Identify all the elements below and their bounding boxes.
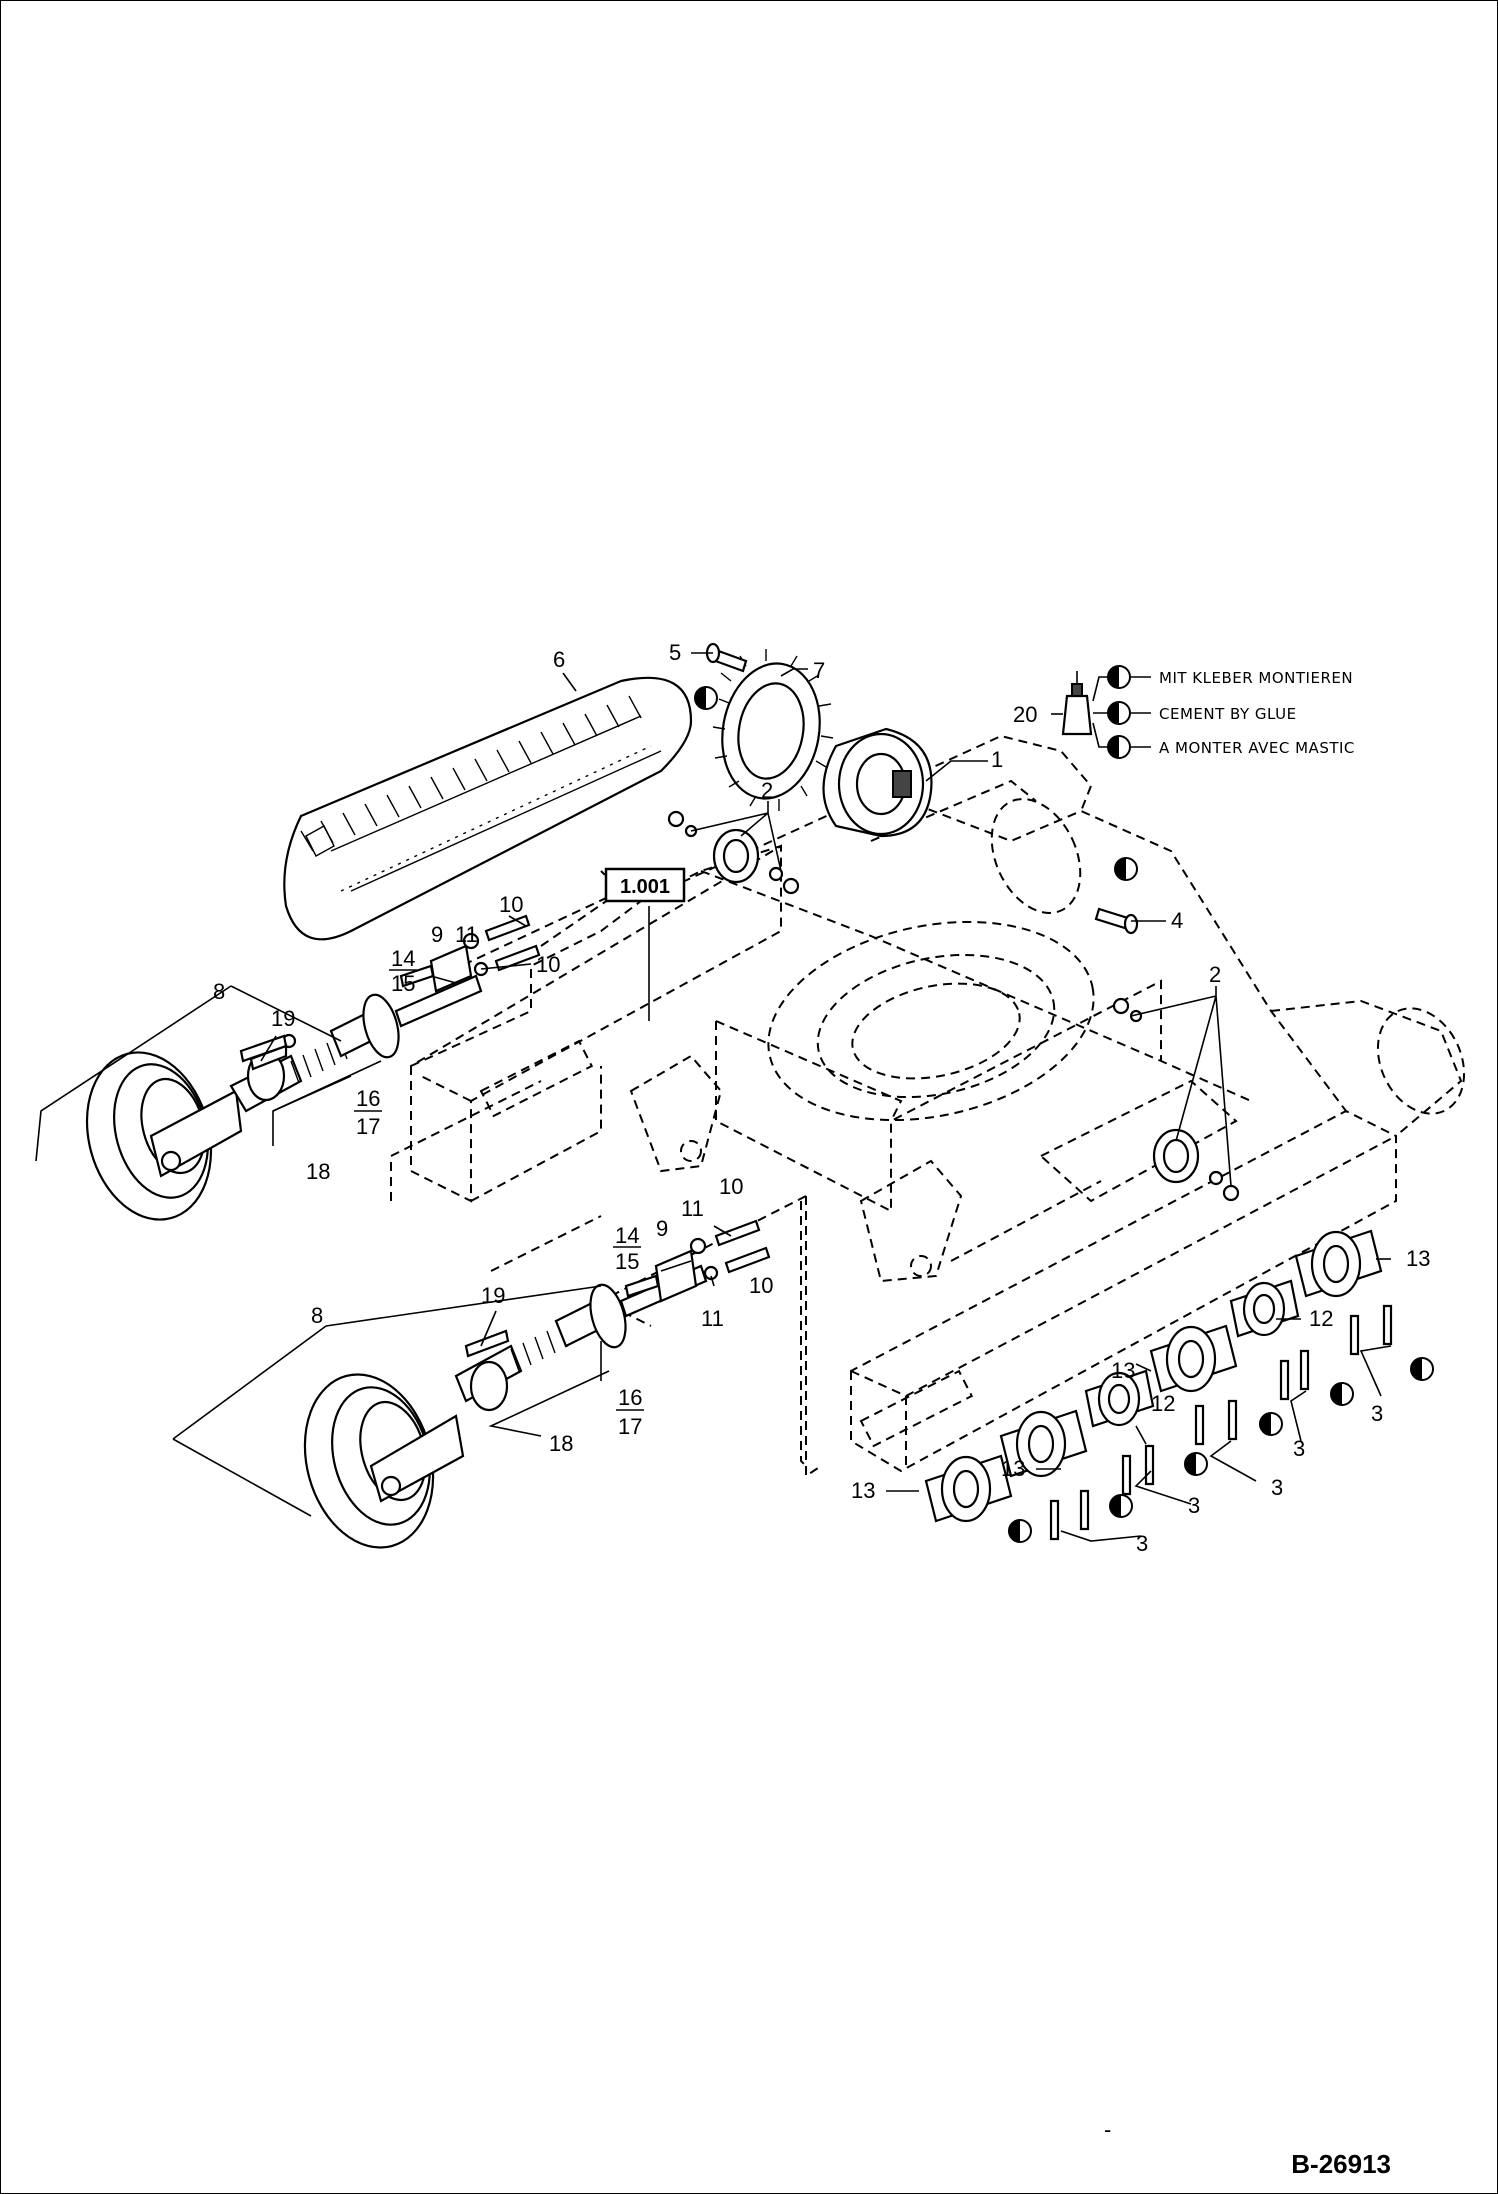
callout-16-lower: 16: [618, 1385, 642, 1410]
roller-bolts: [1008, 1304, 1434, 1543]
callout-13-d: 13: [1406, 1246, 1430, 1271]
half-filled-circle-icon: [1107, 701, 1131, 725]
callout-12-b: 12: [1309, 1306, 1333, 1331]
callout-10-b: 10: [536, 952, 560, 977]
callout-12-a: 12: [1151, 1391, 1175, 1416]
track-roller: [924, 1454, 1013, 1523]
callout-7: 7: [813, 658, 825, 683]
legend-line-german: MIT KLEBER MONTIEREN: [1159, 669, 1353, 687]
carrier-roller-upper: [667, 810, 800, 895]
track-rollers: [924, 1229, 1383, 1523]
sprocket-bolt: [694, 642, 748, 710]
rubber-track: [283, 676, 693, 941]
half-filled-circle-icon: [1107, 665, 1131, 689]
callout-3-d: 3: [1293, 1436, 1305, 1461]
callout-13-c: 13: [1111, 1358, 1135, 1383]
callout-13-a: 13: [851, 1478, 875, 1503]
glue-tube-icon: [1061, 671, 1093, 736]
callout-4: 4: [1171, 908, 1183, 933]
callout-8-upper: 8: [213, 979, 225, 1004]
callout-11-a: 11: [455, 922, 478, 947]
callout-10-a: 10: [499, 892, 523, 917]
callout-3-a: 3: [1136, 1531, 1148, 1556]
footer-dash: -: [1104, 2117, 1111, 2142]
callout-16-upper: 16: [356, 1086, 380, 1111]
motor-bolt: [1094, 857, 1139, 935]
callout-8-lower: 8: [311, 1303, 323, 1328]
callout-3-c: 3: [1271, 1475, 1283, 1500]
undercarriage-frame: [410, 734, 1466, 1473]
legend-line-english: CEMENT BY GLUE: [1159, 705, 1297, 723]
carrier-roller-lower: [1112, 997, 1240, 1202]
callout-9-upper: 9: [431, 922, 443, 947]
half-filled-circle-icon: [1107, 735, 1131, 759]
sprocket: [712, 649, 834, 811]
callout-3-b: 3: [1188, 1493, 1200, 1518]
track-roller: [1084, 1369, 1155, 1428]
track-roller: [999, 1409, 1088, 1478]
track-roller: [1294, 1229, 1383, 1298]
callout-15-upper: 15: [391, 971, 415, 996]
callout-9-lower: 9: [656, 1216, 668, 1241]
callout-2-lower: 2: [1209, 962, 1221, 987]
callout-17-upper: 17: [356, 1114, 380, 1139]
callout-19-lower: 19: [481, 1283, 505, 1308]
callout-6: 6: [553, 647, 565, 672]
callout-1: 1: [991, 747, 1003, 772]
callout-13-b: 13: [1001, 1456, 1025, 1481]
callout-11-c: 11: [701, 1306, 724, 1331]
glue-legend: MIT KLEBER MONTIEREN CEMENT BY GLUE A MO…: [1013, 665, 1355, 759]
legend-line-french: A MONTER AVEC MASTIC: [1159, 739, 1355, 757]
idler-assembly-lower: [303, 1264, 708, 1549]
callout-11-b: 11: [681, 1196, 704, 1221]
callout-10-d: 10: [749, 1273, 773, 1298]
callout-3-e: 3: [1371, 1401, 1383, 1426]
callout-2-upper: 2: [761, 778, 773, 803]
callout-10-c: 10: [719, 1174, 743, 1199]
callout-20: 20: [1013, 702, 1037, 727]
drive-motor: [822, 727, 933, 838]
leader-lines: [35, 652, 1392, 1542]
callout-5: 5: [669, 640, 681, 665]
track-roller: [1229, 1279, 1300, 1338]
idler-plate-upper: [399, 914, 541, 993]
reference-box-label: 1.001: [620, 876, 670, 898]
idler-plate-lower: [624, 1219, 771, 1303]
callout-15-lower: 15: [615, 1249, 639, 1274]
idler-assembly-upper: [85, 974, 483, 1221]
callout-labels: 5 6 7 1 2 4 2 1.001 10 11 9 10 14 15 8 1…: [213, 640, 1430, 1556]
document-number: B-26913: [1291, 2149, 1391, 2179]
track-roller: [1149, 1324, 1238, 1393]
callout-18-lower: 18: [549, 1431, 573, 1456]
callout-17-lower: 17: [618, 1414, 642, 1439]
callout-14-upper: 14: [391, 946, 415, 971]
callout-18-upper: 18: [306, 1159, 330, 1184]
callout-19-upper: 19: [271, 1006, 295, 1031]
callout-14-lower: 14: [615, 1223, 639, 1248]
reference-box: 1.001: [604, 867, 686, 903]
